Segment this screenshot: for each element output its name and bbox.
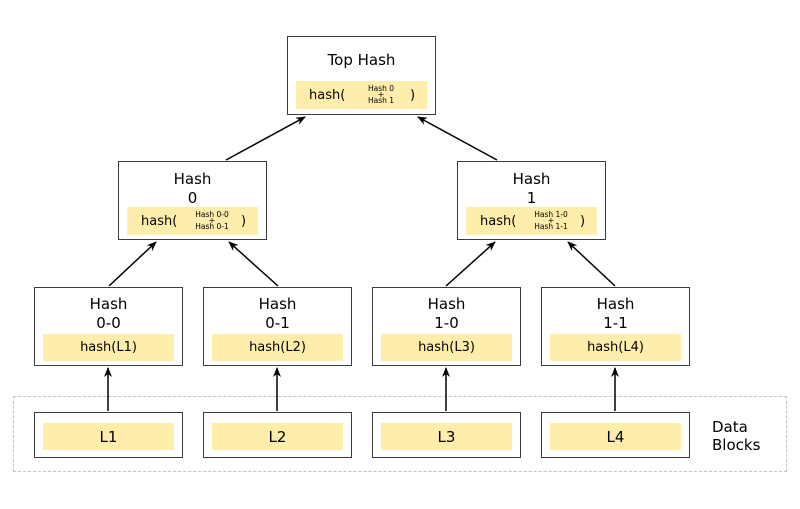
hash-0-0-formula-text: hash(L1) — [80, 340, 137, 355]
top-hash-input-1: Hash 1 — [367, 96, 395, 105]
hash-0-plus: + — [208, 216, 216, 225]
hash-0-0-title-line2: 0-0 — [96, 314, 121, 332]
hash-1-node: Hash 1 hash( Hash 1-0 + Hash 1-1 ) — [457, 161, 606, 240]
hash-0-formula: hash( Hash 0-0 + Hash 0-1 ) — [127, 207, 258, 235]
arrow-hash-0-1-to-hash-0 — [228, 241, 279, 287]
data-blocks-label: Data Blocks — [712, 418, 760, 454]
hash-1-fn-open: hash( — [480, 213, 517, 229]
hash-0-input-1: Hash 0-1 — [195, 222, 229, 231]
top-hash-formula: hash( Hash 0 + Hash 1 ) — [296, 81, 427, 109]
hash-1-0-formula: hash(L3) — [381, 334, 512, 361]
hash-1-0-formula-text: hash(L3) — [418, 340, 475, 355]
hash-0-title-line1: Hash — [173, 170, 212, 188]
data-block-l4-label: L4 — [606, 427, 625, 446]
top-hash-title: Top Hash — [327, 51, 396, 69]
hash-0-0-formula: hash(L1) — [43, 334, 174, 361]
hash-1-title-line1: Hash — [512, 170, 551, 188]
hash-1-plus: + — [547, 216, 555, 225]
arrow-hash-1-0-to-hash-1 — [445, 241, 496, 287]
data-blocks-region — [13, 396, 787, 472]
hash-0-1-node: Hash 0-1 hash(L2) — [203, 287, 352, 366]
top-hash-node: Top Hash hash( Hash 0 + Hash 1 ) — [287, 36, 436, 115]
hash-1-input-1: Hash 1-1 — [534, 222, 568, 231]
hash-1-0-title-line1: Hash — [427, 295, 466, 313]
hash-1-title-line2: 1 — [526, 189, 537, 207]
data-block-l2-label: L2 — [268, 427, 287, 446]
data-blocks-label-line1: Data — [712, 418, 748, 436]
top-hash-input-0: Hash 0 — [367, 84, 395, 93]
hash-0-1-formula: hash(L2) — [212, 334, 343, 361]
hash-0-node: Hash 0 hash( Hash 0-0 + Hash 0-1 ) — [118, 161, 267, 240]
hash-1-1-title-line2: 1-1 — [603, 314, 628, 332]
hash-0-fn-open: hash( — [141, 213, 178, 229]
top-hash-plus: + — [377, 90, 385, 99]
hash-1-0-node: Hash 1-0 hash(L3) — [372, 287, 521, 366]
hash-1-input-0: Hash 1-0 — [534, 210, 568, 219]
hash-0-title-line2: 0 — [187, 189, 198, 207]
data-block-l1: L1 — [34, 412, 183, 458]
data-block-l4: L4 — [541, 412, 690, 458]
hash-0-0-title-line1: Hash — [89, 295, 128, 313]
arrow-hash-1-to-top — [417, 116, 498, 161]
hash-0-0-node: Hash 0-0 hash(L1) — [34, 287, 183, 366]
hash-1-1-node: Hash 1-1 hash(L4) — [541, 287, 690, 366]
arrow-hash-0-to-top — [225, 116, 306, 161]
hash-1-0-title-line2: 1-0 — [434, 314, 459, 332]
top-hash-fn-close: ) — [410, 87, 416, 103]
hash-1-1-title-line1: Hash — [596, 295, 635, 313]
hash-1-fn-close: ) — [580, 213, 586, 229]
hash-0-1-title-line1: Hash — [258, 295, 297, 313]
top-hash-fn-open: hash( — [309, 87, 346, 103]
arrow-hash-1-1-to-hash-1 — [567, 241, 616, 287]
data-block-l2: L2 — [203, 412, 352, 458]
hash-1-1-formula: hash(L4) — [550, 334, 681, 361]
data-blocks-label-line2: Blocks — [712, 436, 761, 454]
hash-0-1-formula-text: hash(L2) — [249, 340, 306, 355]
hash-1-formula: hash( Hash 1-0 + Hash 1-1 ) — [466, 207, 597, 235]
hash-0-input-0: Hash 0-0 — [195, 210, 229, 219]
hash-0-1-title-line2: 0-1 — [265, 314, 290, 332]
hash-1-1-formula-text: hash(L4) — [587, 340, 644, 355]
data-block-l3-label: L3 — [437, 427, 456, 446]
data-block-l1-label: L1 — [99, 427, 118, 446]
hash-0-fn-close: ) — [241, 213, 247, 229]
arrow-hash-0-0-to-hash-0 — [108, 241, 157, 287]
data-block-l3: L3 — [372, 412, 521, 458]
